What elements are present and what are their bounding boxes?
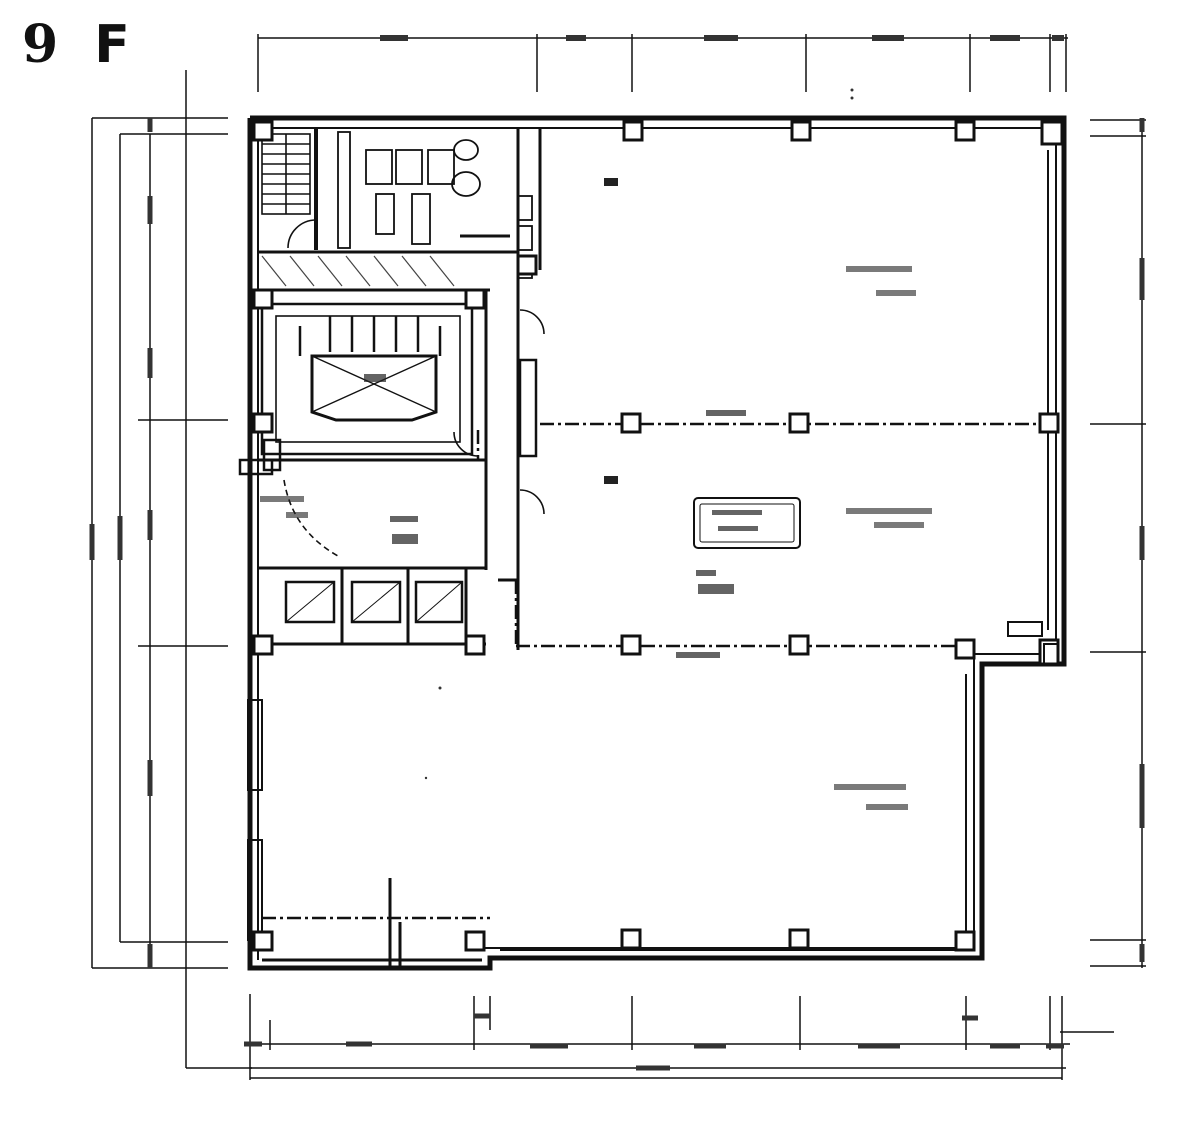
smudge-marks [260,178,932,810]
top-dimension-chain [257,34,1068,92]
window-band-left [247,699,263,791]
center-fixture [693,497,801,549]
bottom-dimension-ticks [244,1013,1064,1071]
left-dimension-chains [91,70,252,1069]
building-envelope [247,115,1067,971]
core-partitions [238,358,538,476]
zone-lines [262,422,1048,920]
floor-number: 9 [22,14,61,75]
lower-left-partition [262,878,482,968]
elevator-cars [284,580,464,624]
floor-letter: F [94,15,132,75]
toilet-icon [337,131,533,279]
elevator-icon [260,302,474,456]
right-dimension-chain [1090,118,1146,968]
core-walls [258,128,542,650]
stair-icon [261,128,318,250]
stray-marks [424,88,854,780]
door-swing-icon [283,219,545,557]
right-core-fixture [1007,621,1059,665]
lobby-hatch [261,255,455,287]
left-dimension-ticks [89,118,153,968]
bottom-dimension-chains [249,994,1114,1080]
column-icon [252,120,1064,952]
